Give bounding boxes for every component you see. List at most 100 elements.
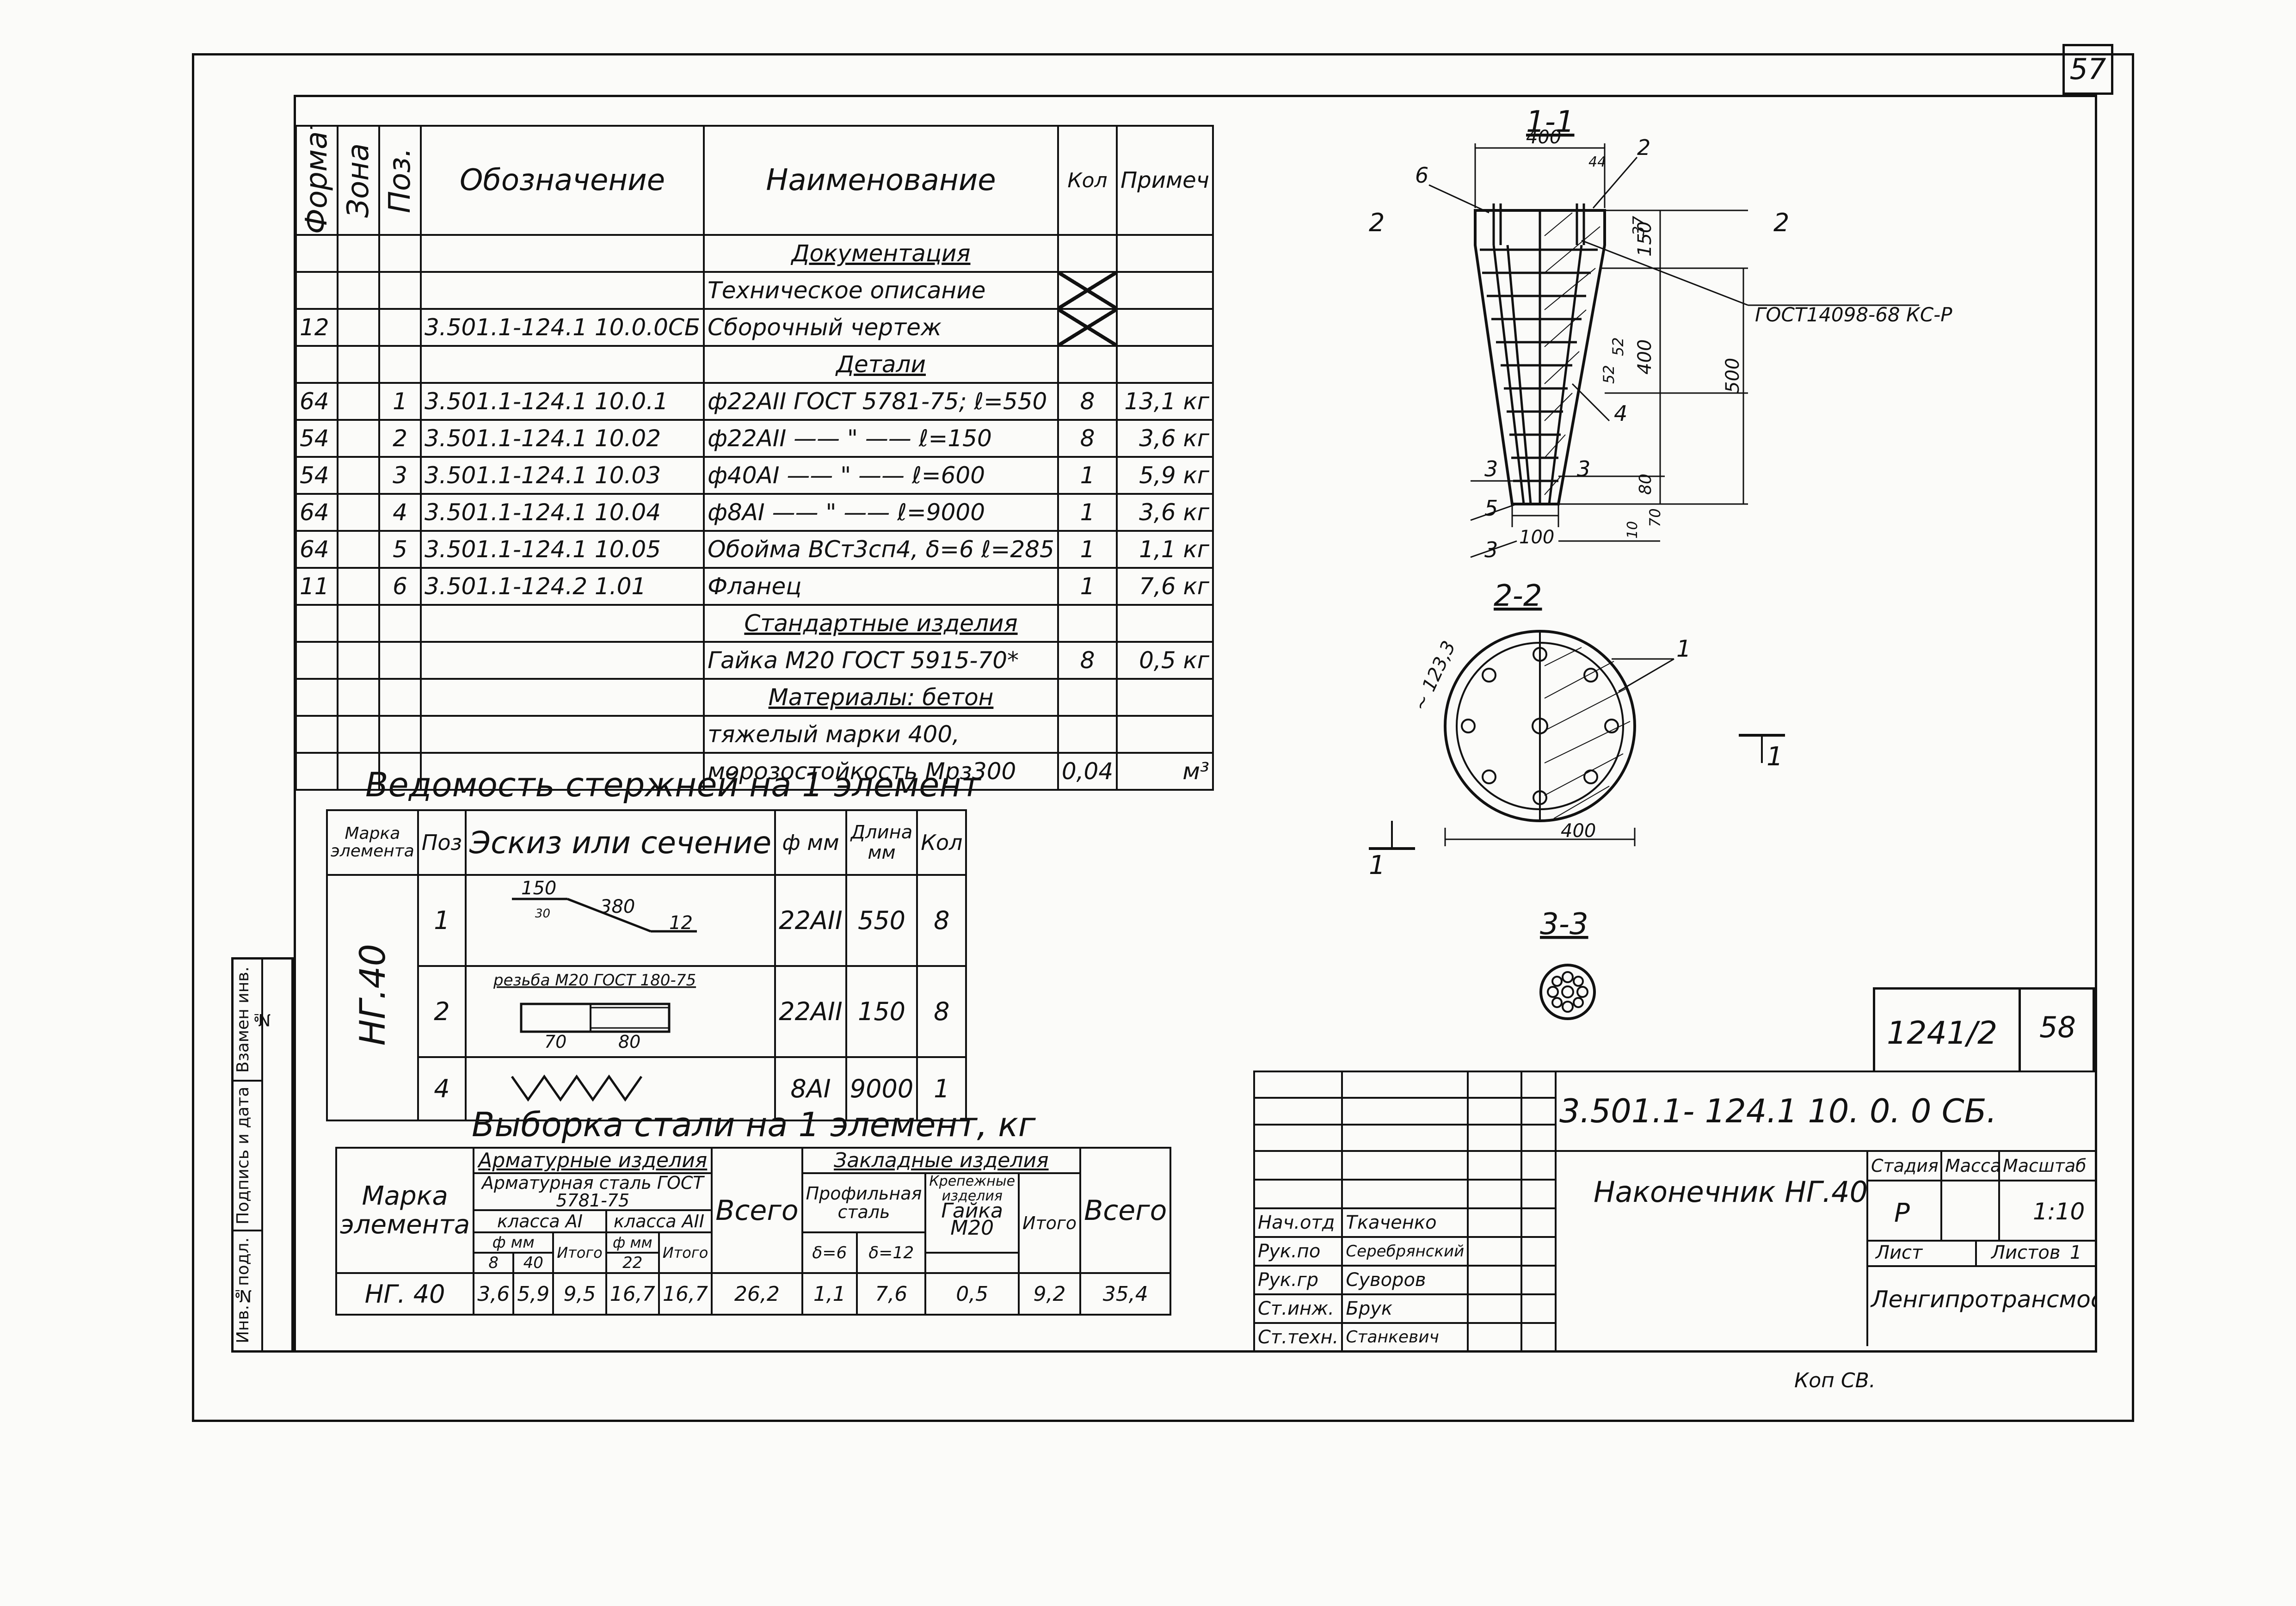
spec-note: 1,1 кг <box>1116 530 1214 569</box>
spec-qty <box>1057 715 1118 754</box>
steel-row-emb-itogo: 9,2 <box>1018 1272 1082 1316</box>
tb-stage: Р <box>1894 1198 1910 1228</box>
bars-sketch-2: резьба М20 ГОСТ 180-75 70 80 <box>464 965 776 1058</box>
tb-ref: 1241/2 <box>1887 1015 1998 1052</box>
spec-format <box>295 752 339 791</box>
sec11-d52b: 52 <box>1600 365 1618 384</box>
sec11-d44: 44 <box>1588 154 1606 170</box>
sec11-d100: 100 <box>1519 527 1554 548</box>
sec11-p2c: 2 <box>1637 135 1650 160</box>
spec-zone <box>337 234 380 273</box>
spec-pos: 4 <box>378 493 422 532</box>
side-stamp: Инв.№подл. Подпись и дата Взамен инв.№ <box>231 957 294 1353</box>
spec-h-zone: Зона <box>338 126 379 235</box>
spec-note <box>1116 678 1214 717</box>
spec-name: Сборочный чертеж <box>703 308 1059 347</box>
steel-h-8: 8 <box>473 1252 515 1274</box>
spec-name: ф8АI —— " —— ℓ=9000 <box>703 493 1059 532</box>
spec-designation: 3.501.1-124.1 10.02 <box>419 419 705 458</box>
steel-row-a2-22: 16,7 <box>605 1272 660 1316</box>
tb-code: 3.501.1- 124.1 10. 0. 0 СБ. <box>1554 1071 2098 1152</box>
spec-note: 3,6 кг <box>1116 419 1214 458</box>
steel-row-d6: 1,1 <box>801 1272 858 1316</box>
sec11-p3a: 3 <box>1484 456 1498 481</box>
bars-table: Марка элемента Поз Эскиз или сечение ф м… <box>326 809 967 1121</box>
spec-format: 12 <box>295 308 339 347</box>
steel-h-class-a2: класса АII <box>605 1209 713 1233</box>
spec-format: 54 <box>295 419 339 458</box>
spec-designation: 3.501.1-124.1 10.0.1 <box>419 382 705 421</box>
bars-h-diam: ф мм <box>774 809 847 876</box>
spec-qty: 1 <box>1057 567 1118 606</box>
spec-qty: 8 <box>1057 382 1118 421</box>
sec11-p5: 5 <box>1484 496 1498 521</box>
tb-role-1: Нач.отд <box>1253 1207 1343 1238</box>
bars-mark-cell: НГ.40 <box>326 874 419 1121</box>
tb-person-5: Станкевич <box>1341 1322 1469 1353</box>
steel-h-40: 40 <box>512 1252 554 1274</box>
sheet-outer-frame <box>192 53 2134 1422</box>
spec-pos <box>378 604 422 643</box>
spec-name: ф40АI —— " —— ℓ=600 <box>703 456 1059 495</box>
bar-1-label-12: 12 <box>669 912 693 934</box>
sec11-d52a: 52 <box>1609 337 1627 356</box>
spec-pos <box>378 271 422 310</box>
spec-note <box>1116 345 1214 384</box>
sec22-d1233: ~ 123,3 <box>1409 638 1460 714</box>
spec-note: 13,1 кг <box>1116 382 1214 421</box>
steel-row-a1-40: 5,9 <box>512 1272 554 1316</box>
spec-designation: 3.501.1-124.1 10.04 <box>419 493 705 532</box>
bars-h-length: Длина мм <box>845 809 918 876</box>
bar-4-spiral-sketch <box>511 1074 642 1102</box>
steel-h-a1-itogo: Итого <box>552 1231 607 1274</box>
bars-h-mark: Марка элемента <box>326 809 419 876</box>
bar-1-sketch: 150 380 12 30 <box>511 878 697 934</box>
section-drawings: 1-1 400 44 37 150 400 500 52 52 80 70 <box>1369 105 1952 1020</box>
spec-designation <box>419 345 705 384</box>
steel-h-a2-itogo: Итого <box>658 1231 713 1274</box>
steel-row-a1-itogo: 9,5 <box>552 1272 607 1316</box>
spec-qty <box>1057 308 1118 347</box>
spec-designation <box>419 271 705 310</box>
bar-2-thread: резьба М20 ГОСТ 180-75 <box>493 971 696 990</box>
side-stamp-sign: Подпись и дата <box>234 1080 261 1231</box>
tb-org: Ленгипротрансмост <box>1871 1286 2096 1313</box>
spec-note: м³ <box>1116 752 1214 791</box>
bar-1-label-380: 380 <box>600 896 635 917</box>
tb-grid: 3.501.1- 124.1 10. 0. 0 СБ. Наконечник Н… <box>1253 1070 2098 1353</box>
sec22-cut-a: 1 <box>1369 850 1385 880</box>
spec-zone <box>337 345 380 384</box>
spec-row: Материалы: бетон <box>295 678 1214 717</box>
spec-format: 64 <box>295 530 339 569</box>
steel-h-emb-itogo: Итого <box>1018 1172 1082 1274</box>
sec11-d400v: 400 <box>1634 339 1656 375</box>
copy-note: Коп СВ. <box>1794 1369 1876 1392</box>
sec22-cut-b: 1 <box>1767 742 1783 772</box>
spec-name: Документация <box>703 234 1059 273</box>
spec-pos <box>378 234 422 273</box>
sec11-p2a: 2 <box>1369 208 1385 237</box>
tb-role-4: Ст.инж. <box>1253 1293 1343 1324</box>
sec11-gost: ГОСТ14098-68 КС-Р <box>1755 303 1952 326</box>
spec-format: 54 <box>295 456 339 495</box>
tb-name: Наконечник НГ.40 <box>1593 1175 1868 1209</box>
sec11-dims <box>1511 209 1748 542</box>
spec-zone <box>337 678 380 717</box>
bar-1-label-30: 30 <box>535 907 550 921</box>
spec-pos: 1 <box>378 382 422 421</box>
sec11-d37: 37 <box>1630 215 1648 236</box>
spec-designation <box>419 678 705 717</box>
spec-name: Техническое описание <box>703 271 1059 310</box>
bars-length-1: 550 <box>845 874 918 967</box>
steel-row-nut: 0,5 <box>924 1272 1020 1316</box>
tb-person-1: Ткаченко <box>1341 1207 1469 1238</box>
tb-sheets: 1 <box>2069 1242 2082 1263</box>
spec-row: Стандартные изделия <box>295 604 1214 643</box>
spec-pos: 6 <box>378 567 422 606</box>
tb-role-2: Рук.по <box>1253 1236 1343 1267</box>
tb-sheets-label: Листов <box>1991 1242 2061 1263</box>
